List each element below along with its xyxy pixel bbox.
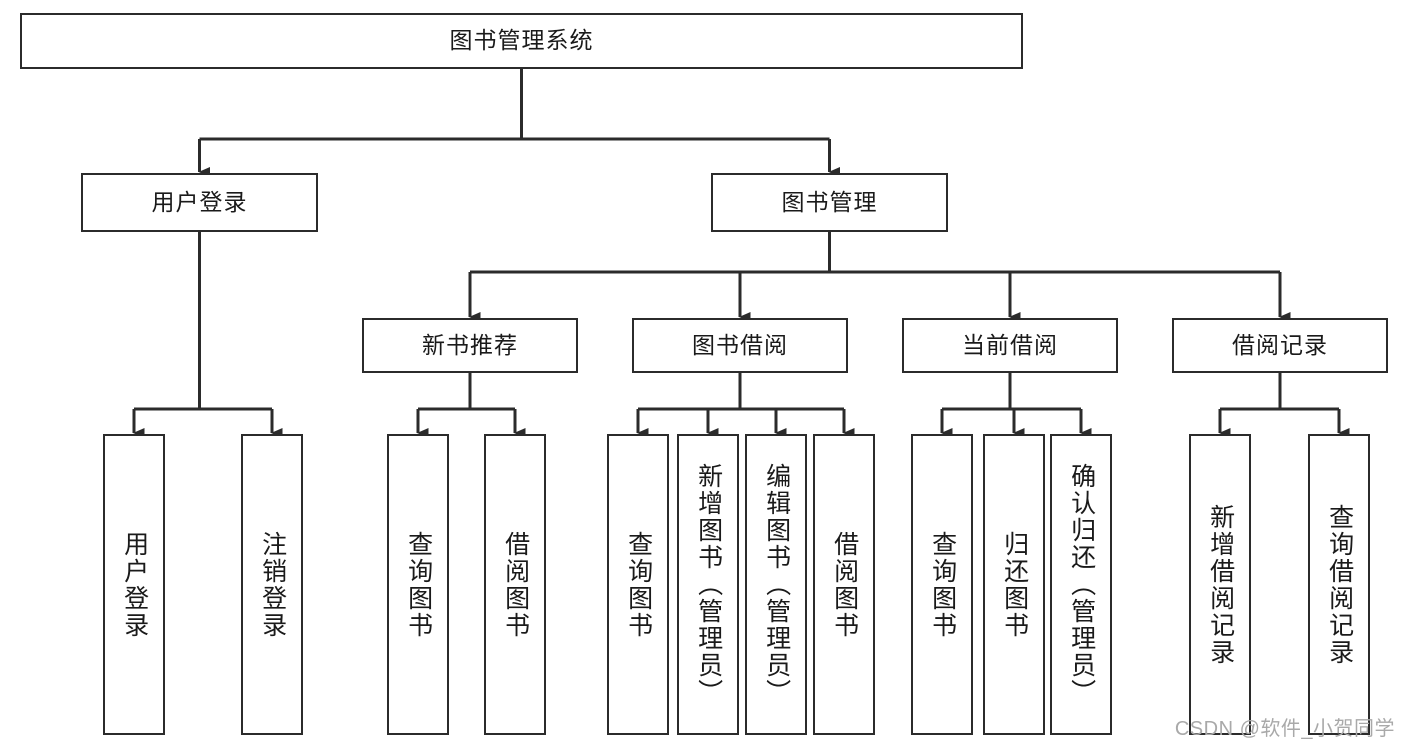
node-user-login: 用户登录	[81, 173, 318, 232]
node-label: 借阅图书	[501, 530, 530, 639]
node-leaf-br-add: 新增借阅记录	[1189, 434, 1251, 735]
csdn-watermark: CSDN @软件_小贺同学	[1174, 718, 1395, 740]
node-label: 新书推荐	[422, 331, 518, 358]
node-leaf-rec-query: 查询图书	[387, 434, 449, 735]
node-leaf-cb-confirm: 确认归还（管理员）	[1050, 434, 1112, 735]
node-label: 图书管理	[781, 188, 878, 215]
node-label: 查询借阅记录	[1325, 503, 1354, 666]
node-label: 查询图书	[624, 530, 653, 639]
node-label: 借阅图书	[830, 530, 859, 639]
node-label: 新增借阅记录	[1206, 503, 1235, 666]
node-leaf-user-login: 用户登录	[103, 434, 165, 735]
node-label: 图书借阅	[692, 331, 788, 358]
node-current-borrow: 当前借阅	[902, 318, 1118, 373]
node-label: 用户登录	[120, 530, 149, 639]
node-root: 图书管理系统	[20, 13, 1023, 69]
node-label: 查询图书	[928, 530, 957, 639]
node-borrow-record: 借阅记录	[1172, 318, 1388, 373]
node-leaf-rec-borrow: 借阅图书	[484, 434, 546, 735]
node-label: 注销登录	[258, 530, 287, 639]
node-label: 图书管理系统	[449, 27, 594, 54]
node-book-borrow: 图书借阅	[632, 318, 848, 373]
node-leaf-bb-query: 查询图书	[607, 434, 669, 735]
node-leaf-cb-query: 查询图书	[911, 434, 973, 735]
node-label: 用户登录	[151, 188, 248, 215]
node-label: 编辑图书（管理员）	[762, 463, 791, 706]
node-leaf-bb-borrow: 借阅图书	[813, 434, 875, 735]
node-label: 归还图书	[1000, 530, 1029, 639]
node-book-manage: 图书管理	[711, 173, 948, 232]
node-label: 新增图书（管理员）	[694, 463, 723, 706]
node-new-book-rec: 新书推荐	[362, 318, 578, 373]
node-leaf-bb-add: 新增图书（管理员）	[677, 434, 739, 735]
node-leaf-cb-return: 归还图书	[983, 434, 1045, 735]
node-label: 查询图书	[404, 530, 433, 639]
node-leaf-logout: 注销登录	[241, 434, 303, 735]
node-label: 当前借阅	[962, 331, 1058, 358]
node-label: 确认归还（管理员）	[1067, 463, 1096, 706]
node-label: 借阅记录	[1232, 331, 1328, 358]
node-leaf-bb-edit: 编辑图书（管理员）	[745, 434, 807, 735]
node-leaf-br-query: 查询借阅记录	[1308, 434, 1370, 735]
